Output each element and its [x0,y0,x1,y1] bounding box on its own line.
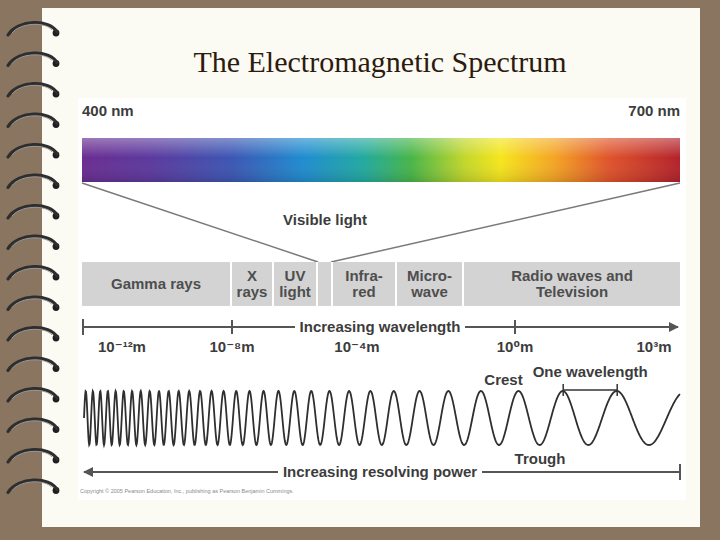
binding-ring [8,23,59,37]
ring-highlight [12,268,52,277]
ring-wire [8,84,57,96]
binding-ring [8,175,59,189]
ring-highlight [12,482,52,491]
page-panel [42,8,700,527]
ring-wire [8,358,57,370]
ring-highlight [12,451,52,460]
spectrum-band: Radio waves and Television [464,262,680,306]
figure-label: 400 nm [82,102,134,119]
scale-value: 10⁰m [497,338,534,355]
wave-label: Trough [515,450,566,467]
ring-wire [8,23,57,35]
band-label: Radio waves and Television [497,268,647,301]
binding-ring [8,84,59,98]
ring-wire [8,297,57,309]
wave-label: Crest [484,371,522,388]
spectrum-band: Infra- red [333,262,395,306]
bracket-tick [562,384,564,396]
spiral-binding [8,23,59,494]
ring-highlight [12,299,52,308]
figure-ground [78,98,686,500]
ring-highlight [12,24,52,33]
axis-tick [679,464,681,480]
slide-title: The Electromagnetic Spectrum [193,45,566,79]
ring-wire [8,419,57,431]
ring-wire [8,450,57,462]
visible-spectrum-bar [82,138,680,182]
bracket-line [563,389,617,391]
figure-label: Visible light [283,211,367,228]
band-label: X rays [234,268,270,301]
ring-highlight [12,207,52,216]
binding-ring [8,450,59,464]
ring-highlight [12,390,52,399]
bar-shading [82,138,680,182]
binding-ring [8,206,59,220]
binding-ring [8,236,59,250]
ring-highlight [12,177,52,186]
ring-wire [8,53,57,65]
binding-ring [8,389,59,403]
axis-tick [514,320,516,334]
binding-ring [8,328,59,342]
wavelength-bracket [563,384,617,396]
spectrum-band: Gamma rays [82,262,230,306]
ring-wire [8,114,57,126]
bracket-tick [616,384,618,396]
ring-highlight [12,421,52,430]
ring-highlight [12,238,52,247]
spectrum-band: X rays [232,262,272,306]
binding-ring [8,419,59,433]
ring-wire [8,267,57,279]
binding-ring [8,480,59,494]
ring-wire [8,175,57,187]
zoom-line [82,183,318,262]
binding-ring [8,114,59,128]
axis-label: Increasing resolving power [278,463,482,480]
band-label: Micro- wave [399,268,460,301]
ring-highlight [12,146,52,155]
zoom-line [331,183,680,262]
ring-wire [8,328,57,340]
band-label: Infra- red [335,268,393,301]
binding-ring [8,358,59,372]
ring-wire [8,480,57,492]
spectrum-band: Micro- wave [397,262,462,306]
wave-label: One wavelength [533,363,648,380]
scale-value: 10⁻¹²m [98,338,146,355]
ring-highlight [12,85,52,94]
figure-label: Copyright © 2005 Pearson Education, Inc.… [80,488,294,494]
band-label: Gamma rays [111,276,201,293]
ring-wire [8,389,57,401]
ring-wire [8,145,57,157]
ring-highlight [12,116,52,125]
binding-ring [8,53,59,67]
axis-tick [82,319,84,335]
band-strip [82,262,680,306]
band-label: UV light [276,268,314,301]
binding-ring [8,267,59,281]
visible-slot [318,262,331,306]
axis-label: Increasing wavelength [295,318,466,335]
ring-wire [8,236,57,248]
binding-ring [8,297,59,311]
ring-highlight [12,360,52,369]
ring-highlight [12,329,52,338]
scale-value: 10³m [636,338,671,355]
figure-label: 700 nm [628,102,680,119]
wave-curve [84,391,680,445]
axis-tick [231,320,233,334]
binding-ring [8,145,59,159]
scale-value: 10⁻⁴m [334,338,379,355]
ring-wire [8,206,57,218]
ring-highlight [12,55,52,64]
spectrum-band: UV light [274,262,316,306]
scale-value: 10⁻⁸m [209,338,254,355]
wave-illustration [84,384,680,445]
